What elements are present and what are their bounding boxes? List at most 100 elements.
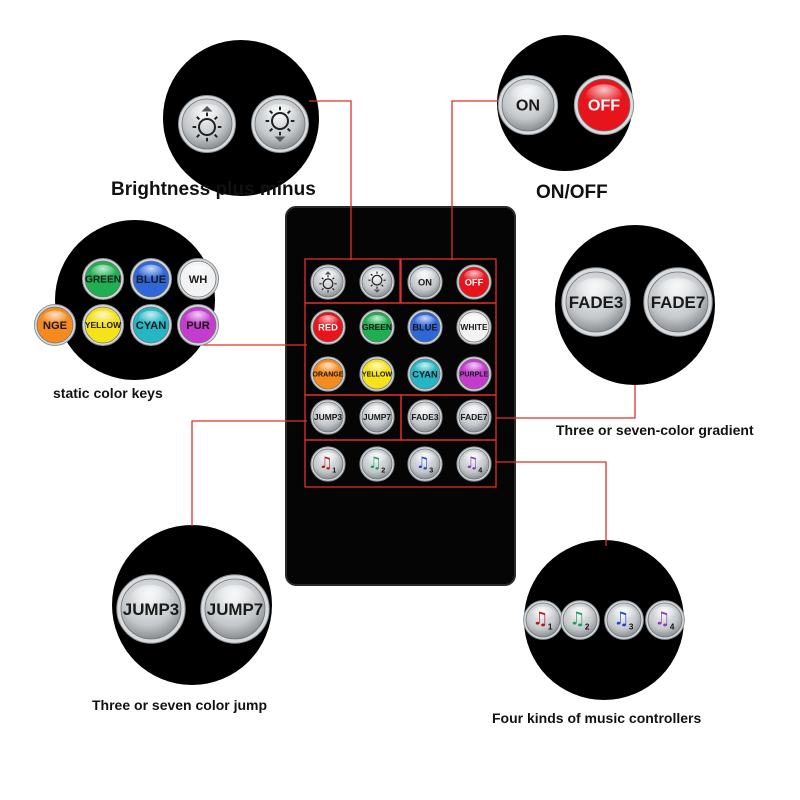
svg-text:♫: ♫ (532, 608, 548, 629)
button-label: BLUE (136, 274, 166, 286)
music-mode-number: 1 (548, 622, 553, 631)
svg-text:♫: ♫ (654, 608, 670, 629)
button-label: GREEN (362, 322, 392, 332)
callout-lines (191, 100, 636, 546)
zoom-wh-button[interactable]: WH (176, 257, 220, 301)
jump-zoom-circle (112, 525, 272, 685)
zoom-3-button[interactable]: ♫3 (604, 600, 644, 640)
zoom-jump3-button[interactable]: JUMP3 (116, 574, 186, 644)
music-mode-number: 3 (429, 465, 433, 474)
remote-group-outlines (304, 258, 497, 488)
music-mode-number: 2 (585, 622, 590, 631)
zoom-pur-button[interactable]: PUR (176, 303, 220, 347)
music-zoom-circle (524, 540, 684, 700)
remote-3-button[interactable]: ♫3 (407, 446, 443, 482)
remote-red-button[interactable]: RED (310, 309, 346, 345)
button-label: ON (418, 277, 432, 287)
button-label: CYAN (136, 320, 167, 332)
zoom-green-button[interactable]: GREEN (81, 257, 125, 301)
remote-jump7-button[interactable]: JUMP7 (359, 399, 395, 435)
caption-onoff: ON/OFF (536, 182, 608, 203)
remote-orange-button[interactable]: ORANGE (310, 356, 346, 392)
remote-blue-button[interactable]: BLUE (407, 309, 443, 345)
svg-text:♫: ♫ (569, 608, 585, 629)
button-label: WHITE (460, 322, 488, 332)
remote-fade3-button[interactable]: FADE3 (407, 399, 443, 435)
button-label: FADE3 (411, 412, 439, 422)
music-mode-number: 4 (478, 465, 482, 474)
remote-brightness-up-icon-button[interactable] (310, 264, 346, 300)
music-mode-number: 4 (670, 622, 675, 631)
zoom-fade3-button[interactable]: FADE3 (561, 267, 631, 337)
remote-purple-button[interactable]: PURPLE (456, 356, 492, 392)
remote-fade7-button[interactable]: FADE7 (456, 399, 492, 435)
svg-text:♫: ♫ (465, 453, 479, 472)
zoom-off-button[interactable]: OFF (573, 74, 635, 136)
remote-off-button[interactable]: OFF (456, 264, 492, 300)
remote-on-button[interactable]: ON (407, 264, 443, 300)
brightness-up-icon (319, 271, 337, 293)
zoom-brightness-down-icon-button[interactable] (251, 95, 309, 153)
button-label: RED (318, 322, 338, 332)
music-mode-number: 2 (381, 465, 385, 474)
music-note-icon: ♫ (532, 608, 548, 629)
remote-4-button[interactable]: ♫4 (456, 446, 492, 482)
gradient-zoom-circle (555, 225, 715, 385)
remote-cyan-button[interactable]: CYAN (407, 356, 443, 392)
remote-green-button[interactable]: GREEN (359, 309, 395, 345)
zoom-yellow-button[interactable]: YELLOW (81, 303, 125, 347)
zoom-fade7-button[interactable]: FADE7 (643, 267, 713, 337)
music-note-icon: ♫ (319, 453, 333, 472)
button-label: YELLOW (362, 371, 392, 378)
zoom-blue-button[interactable]: BLUE (129, 257, 173, 301)
button-label: YELLOW (85, 320, 121, 330)
zoom-nge-button[interactable]: NGE (33, 303, 77, 347)
button-label: GREEN (85, 275, 121, 286)
static-color-zoom-circle (55, 220, 215, 380)
remote-1-button[interactable]: ♫1 (310, 446, 346, 482)
remote-white-button[interactable]: WHITE (456, 309, 492, 345)
remote-yellow-button[interactable]: YELLOW (359, 356, 395, 392)
caption-static-color-keys: static color keys (53, 385, 163, 401)
button-label: CYAN (412, 369, 438, 379)
remote-buttons: ON OFF RED GREEN BLUE WHITE ORANGE YELLOW CYAN PU… (310, 264, 492, 482)
button-label: JUMP7 (207, 600, 263, 619)
button-label: WH (189, 274, 208, 286)
button-label: PUR (186, 320, 210, 332)
button-label: FADE3 (569, 293, 624, 312)
svg-text:♫: ♫ (368, 453, 382, 472)
zoom-on-button[interactable]: ON (497, 74, 559, 136)
button-label: BLUE (412, 322, 437, 332)
button-label: FADE7 (460, 412, 488, 422)
remote-2-button[interactable]: ♫2 (359, 446, 395, 482)
brightness-down-icon (265, 106, 295, 142)
button-label: ON (516, 97, 540, 115)
button-label: OFF (465, 277, 484, 287)
zoom-4-button[interactable]: ♫4 (645, 600, 685, 640)
zoom-cyan-button[interactable]: CYAN (129, 303, 173, 347)
button-label: JUMP3 (314, 412, 342, 422)
button-label: OFF (588, 97, 620, 115)
caption-gradient: Three or seven-color gradient (556, 422, 754, 438)
music-note-icon: ♫ (613, 608, 629, 629)
svg-text:♫: ♫ (319, 453, 333, 472)
zoom-1-button[interactable]: ♫1 (523, 600, 563, 640)
zoom-2-button[interactable]: ♫2 (560, 600, 600, 640)
caption-brightness: Brightness plus minus (111, 179, 316, 200)
music-note-icon: ♫ (465, 453, 479, 472)
remote-jump3-button[interactable]: JUMP3 (310, 399, 346, 435)
music-mode-number: 1 (332, 465, 336, 474)
onoff-zoom-circle (497, 35, 633, 171)
brightness-down-icon (368, 271, 386, 293)
zoom-brightness-up-icon-button[interactable] (178, 95, 236, 153)
music-note-icon: ♫ (654, 608, 670, 629)
brightness-zoom-circle (163, 40, 319, 196)
remote-brightness-down-icon-button[interactable] (359, 264, 395, 300)
svg-text:♫: ♫ (416, 453, 430, 472)
button-label: FADE7 (651, 293, 706, 312)
caption-music: Four kinds of music controllers (492, 710, 702, 726)
brightness-up-icon (192, 106, 222, 142)
zoom-jump7-button[interactable]: JUMP7 (200, 574, 270, 644)
